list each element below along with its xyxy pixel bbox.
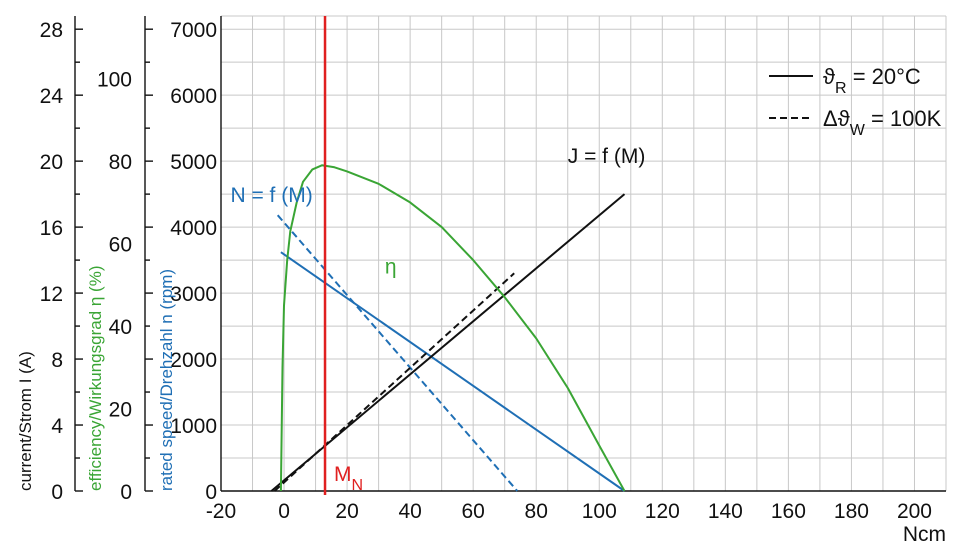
x-tick-label: 80 — [525, 500, 548, 523]
series-label: N = f (M) — [230, 184, 312, 207]
speed-tick-label: 6000 — [170, 85, 217, 108]
current-tick-label: 4 — [51, 415, 63, 438]
x-tick-label: 0 — [278, 500, 290, 523]
legend-symbol: ϑ — [823, 64, 835, 89]
efficiency-tick-label: 100 — [97, 69, 132, 92]
series-label: J = f (M) — [568, 145, 646, 168]
current-tick-label: 24 — [40, 85, 64, 108]
efficiency-tick-label: 80 — [109, 151, 132, 174]
legend-subscript: W — [850, 122, 866, 139]
legend-label: ΔϑW = 100K — [823, 106, 942, 139]
speed-tick-label: 2000 — [170, 349, 217, 372]
efficiency-tick-label: 60 — [109, 234, 132, 257]
x-tick-label: 120 — [645, 500, 680, 523]
current-tick-label: 20 — [40, 151, 63, 174]
efficiency-tick-label: 40 — [109, 316, 132, 339]
series-label: η — [385, 255, 397, 278]
legend: ϑR = 20°C ΔϑW = 100K — [769, 64, 942, 139]
speed-tick-label: 0 — [205, 481, 217, 504]
current-tick-label: 16 — [40, 217, 63, 240]
x-tick-label: -20 — [206, 500, 236, 523]
x-tick-label: 180 — [834, 500, 869, 523]
rated-torque-marker: MN — [323, 16, 363, 495]
legend-text: = 100K — [865, 106, 942, 131]
legend-label: ϑR = 20°C — [823, 64, 921, 97]
rated-torque-label: MN — [334, 463, 363, 494]
speed-curve-solid — [280, 251, 626, 492]
speed-tick-label: 7000 — [170, 19, 217, 42]
data-series — [270, 164, 626, 492]
current-tick-label: 8 — [51, 349, 63, 372]
current-curve-dashed — [273, 272, 515, 492]
current-tick-label: 28 — [40, 19, 63, 42]
efficiency-tick-label: 0 — [120, 481, 132, 504]
legend-text: = 20°C — [847, 64, 921, 89]
rated-torque-subscript: N — [352, 477, 364, 494]
legend-symbol: Δϑ — [823, 106, 850, 131]
efficiency-tick-label: 20 — [109, 399, 132, 422]
speed-axis-title: rated speed/Drehzahl n (rpm) — [157, 269, 176, 491]
speed-tick-label: 5000 — [170, 151, 217, 174]
legend-subscript: R — [835, 80, 847, 97]
efficiency-curve-solid — [279, 164, 626, 492]
current-axis-title: current/Strom I (A) — [16, 351, 35, 491]
x-tick-label: 60 — [461, 500, 484, 523]
x-axis-label: Ncm — [903, 523, 946, 546]
x-tick-label: 20 — [335, 500, 358, 523]
speed-tick-label: 4000 — [170, 217, 217, 240]
x-tick-label: 40 — [398, 500, 421, 523]
x-tick-label: 100 — [582, 500, 617, 523]
grid — [220, 15, 947, 491]
current-tick-label: 12 — [40, 283, 63, 306]
speed-tick-label: 3000 — [170, 283, 217, 306]
x-tick-label: 140 — [708, 500, 743, 523]
current-tick-label: 0 — [51, 481, 63, 504]
current-curve-solid — [270, 193, 626, 492]
speed-tick-label: 1000 — [170, 415, 217, 438]
efficiency-axis-title: efficiency/Wirkungsgrad η (%) — [86, 266, 105, 492]
x-tick-label: 200 — [897, 500, 932, 523]
speed-curve-dashed — [276, 214, 519, 492]
series-labels: N = f (M) J = f (M) η — [230, 145, 645, 278]
x-tick-label: 160 — [771, 500, 806, 523]
